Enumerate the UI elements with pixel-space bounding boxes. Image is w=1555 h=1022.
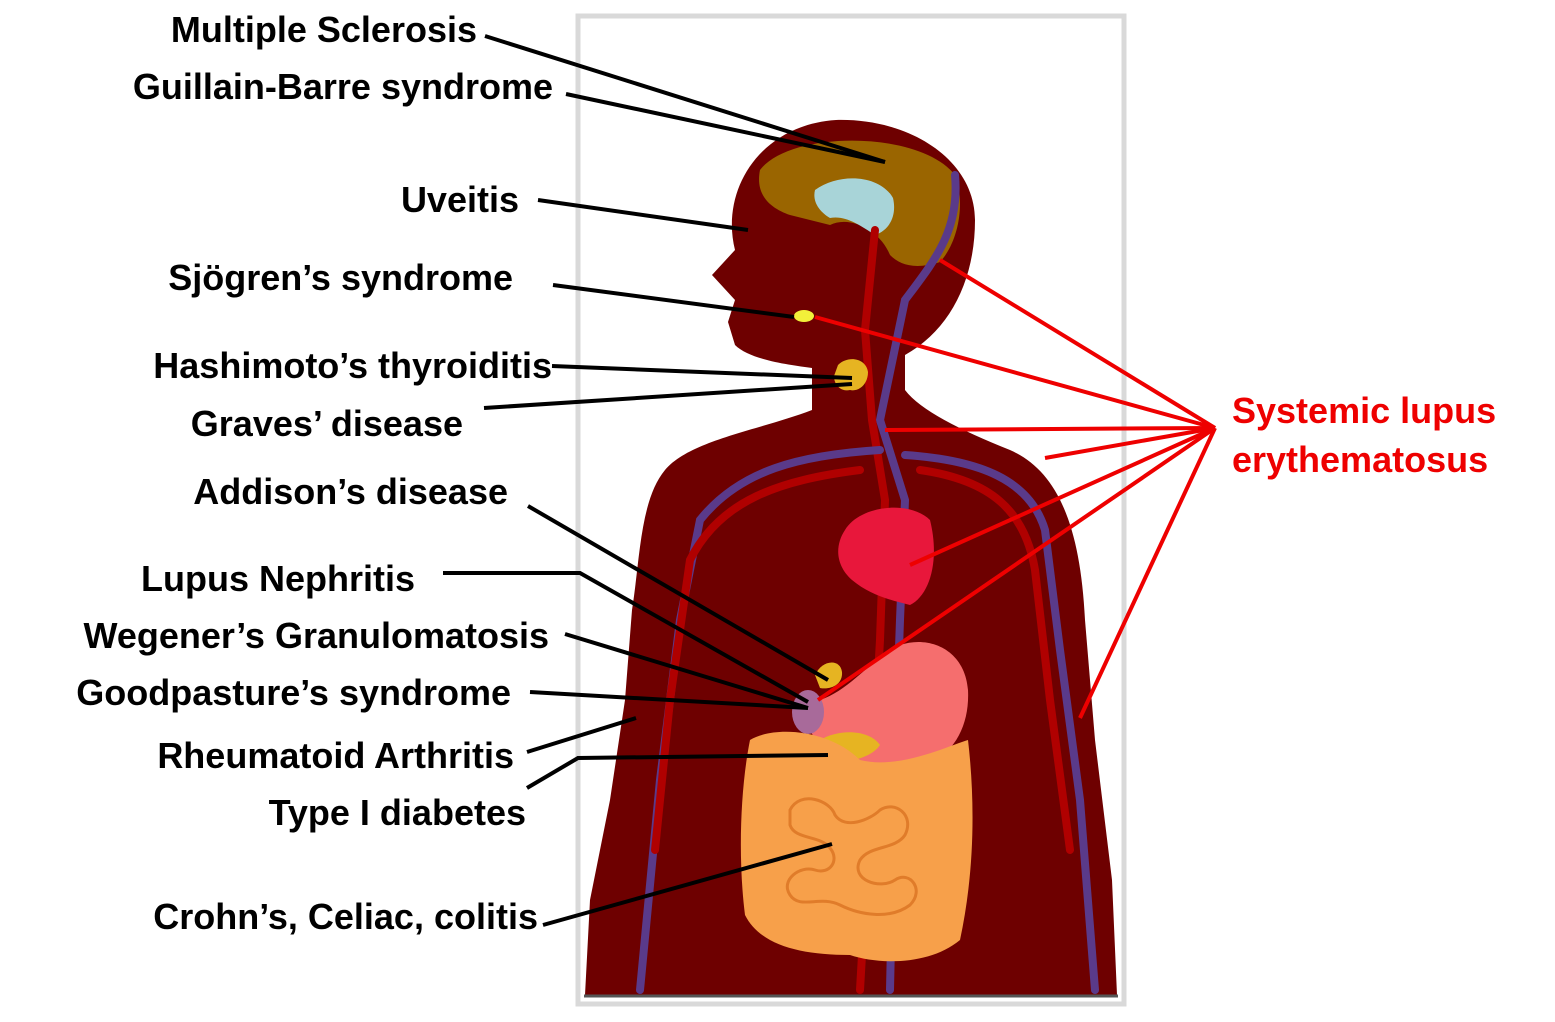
large-intestine <box>741 732 973 961</box>
label-graves: Graves’ disease <box>191 403 463 444</box>
label-multiple-sclerosis: Multiple Sclerosis <box>171 9 477 50</box>
label-hashimoto: Hashimoto’s thyroiditis <box>153 345 552 386</box>
label-addison: Addison’s disease <box>193 471 508 512</box>
label-rheumatoid-arthritis: Rheumatoid Arthritis <box>157 735 514 776</box>
label-systemic-lupus: Systemic lupus erythematosus <box>1232 390 1496 480</box>
disease-labels-left: Multiple Sclerosis Guillain-Barre syndro… <box>76 9 553 937</box>
label-sjogren: Sjögren’s syndrome <box>168 257 513 298</box>
label-guillain-barre: Guillain-Barre syndrome <box>133 66 553 107</box>
salivary-gland <box>793 309 815 323</box>
label-crohns-celiac-colitis: Crohn’s, Celiac, colitis <box>153 896 538 937</box>
label-uveitis: Uveitis <box>401 179 519 220</box>
label-goodpasture: Goodpasture’s syndrome <box>76 672 511 713</box>
label-type1-diabetes: Type I diabetes <box>269 792 526 833</box>
label-sle-line1: Systemic lupus <box>1232 390 1496 431</box>
label-lupus-nephritis: Lupus Nephritis <box>141 558 415 599</box>
label-wegener: Wegener’s Granulomatosis <box>84 615 549 656</box>
leader-sle-vessels <box>885 428 1215 430</box>
label-sle-line2: erythematosus <box>1232 439 1488 480</box>
